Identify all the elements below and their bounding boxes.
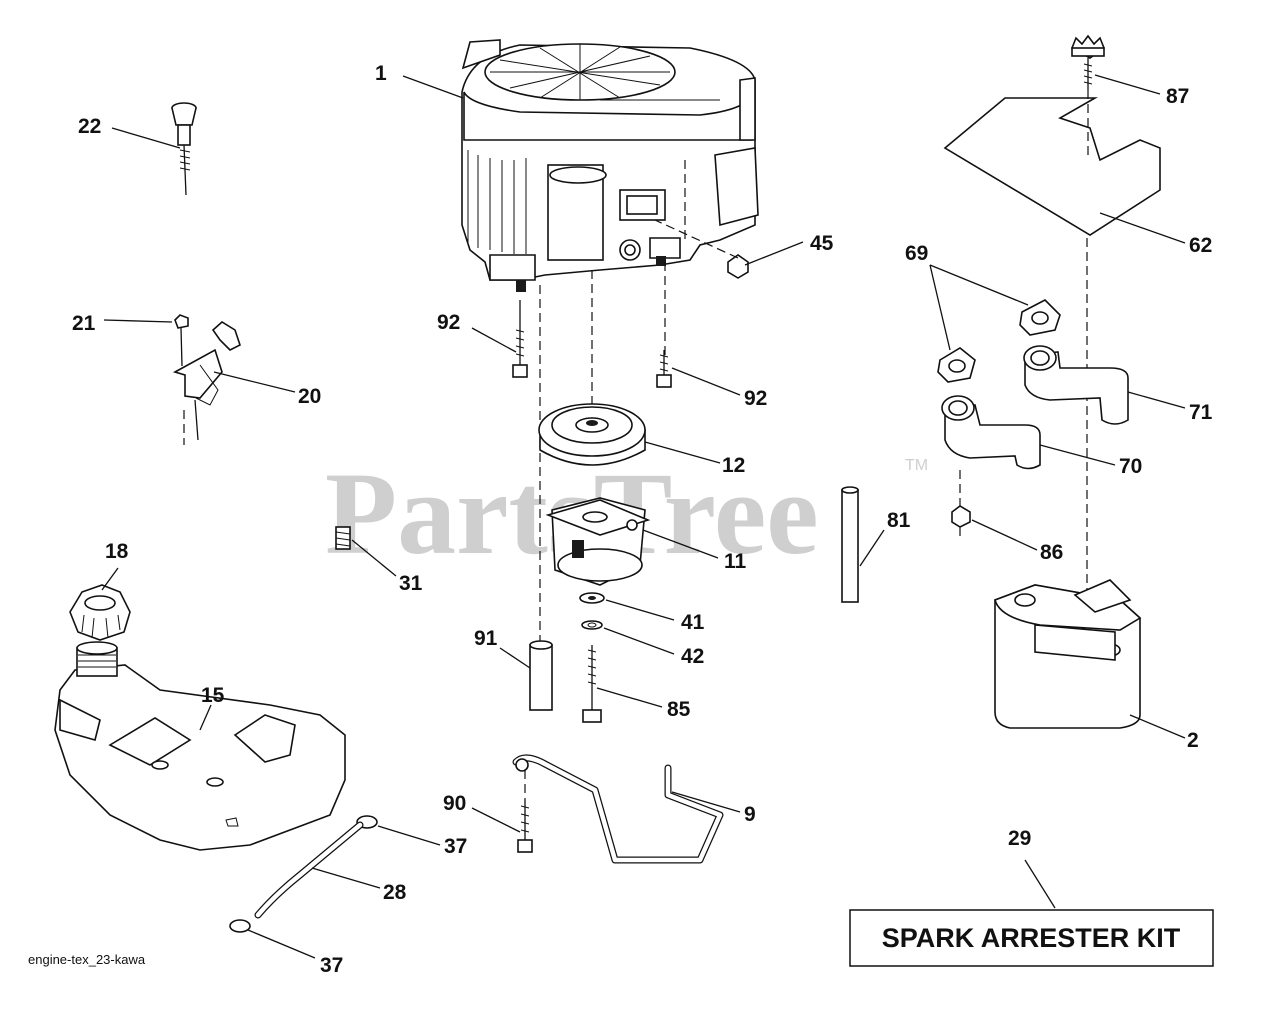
callout-42: 42 — [681, 645, 704, 668]
diagram-caption: engine-tex_23-kawa — [28, 952, 146, 967]
clutch-part-11 — [545, 497, 651, 586]
callout-91: 91 — [474, 627, 498, 650]
callout-20: 20 — [298, 385, 321, 408]
callout-62: 62 — [1189, 234, 1212, 257]
callout-22: 22 — [78, 115, 101, 138]
exhaust-pipe-part-71 — [1023, 345, 1129, 425]
leader-lines — [101, 74, 1186, 959]
callout-labels: 1 22 21 20 92 92 45 87 62 69 71 70 12 11… — [72, 62, 1213, 977]
bolt-part-90 — [517, 770, 533, 853]
callout-85: 85 — [667, 698, 691, 721]
callout-1: 1 — [375, 62, 387, 85]
callout-9: 9 — [744, 803, 756, 826]
watermark-trademark: TM — [905, 457, 928, 474]
callout-86: 86 — [1040, 541, 1063, 564]
callout-37-top: 37 — [444, 835, 467, 858]
callout-2: 2 — [1187, 729, 1199, 752]
exhaust-pipe-part-70 — [941, 395, 1041, 470]
bolt-part-85 — [582, 645, 602, 723]
callout-71: 71 — [1189, 401, 1213, 424]
bolt-part-92-right — [656, 350, 672, 388]
callout-18: 18 — [105, 540, 129, 563]
callout-11: 11 — [724, 550, 747, 573]
callout-45: 45 — [810, 232, 834, 255]
callout-92-left: 92 — [437, 311, 460, 334]
spark-arrester-kit-label: SPARK ARRESTER KIT — [882, 923, 1181, 953]
callout-12: 12 — [722, 454, 745, 477]
callout-87: 87 — [1166, 85, 1189, 108]
washer-part-42 — [581, 620, 603, 630]
callout-31: 31 — [399, 572, 423, 595]
fuel-tank-part-15 — [54, 641, 346, 851]
callout-81: 81 — [887, 509, 911, 532]
engine-part — [461, 39, 759, 292]
callout-92-right: 92 — [744, 387, 767, 410]
callout-41: 41 — [681, 611, 705, 634]
callout-70: 70 — [1119, 455, 1142, 478]
bolt-part-87 — [1070, 34, 1105, 90]
clamp-part-37-bottom — [229, 919, 251, 933]
callout-28: 28 — [383, 881, 407, 904]
fuel-cap-part-18 — [69, 584, 131, 641]
bolt-part-92-left — [512, 300, 528, 378]
washer-part-41 — [579, 592, 605, 604]
bracket-rod-part-9 — [512, 754, 724, 864]
gasket-part-69 — [937, 299, 1061, 383]
heat-shield-part-62 — [943, 90, 1161, 236]
fuel-line-part-28 — [254, 821, 364, 919]
dipstick-part-22 — [171, 102, 197, 196]
screw-part-31 — [335, 526, 351, 550]
throttle-control-part-20 — [172, 314, 241, 445]
callout-69: 69 — [905, 242, 928, 265]
spark-arrester-kit-box: SPARK ARRESTER KIT — [849, 909, 1214, 967]
pulley-part-12 — [538, 403, 646, 466]
callout-29: 29 — [1008, 827, 1031, 850]
muffler-part-2 — [994, 579, 1142, 729]
nut-part-45 — [654, 219, 804, 279]
callout-15: 15 — [201, 684, 225, 707]
callout-37-bottom: 37 — [320, 954, 343, 977]
rod-part-81 — [841, 486, 859, 603]
callout-90: 90 — [443, 792, 466, 815]
spacer-part-91 — [529, 640, 553, 711]
nut-part-86 — [951, 505, 971, 540]
callout-21: 21 — [72, 312, 96, 335]
